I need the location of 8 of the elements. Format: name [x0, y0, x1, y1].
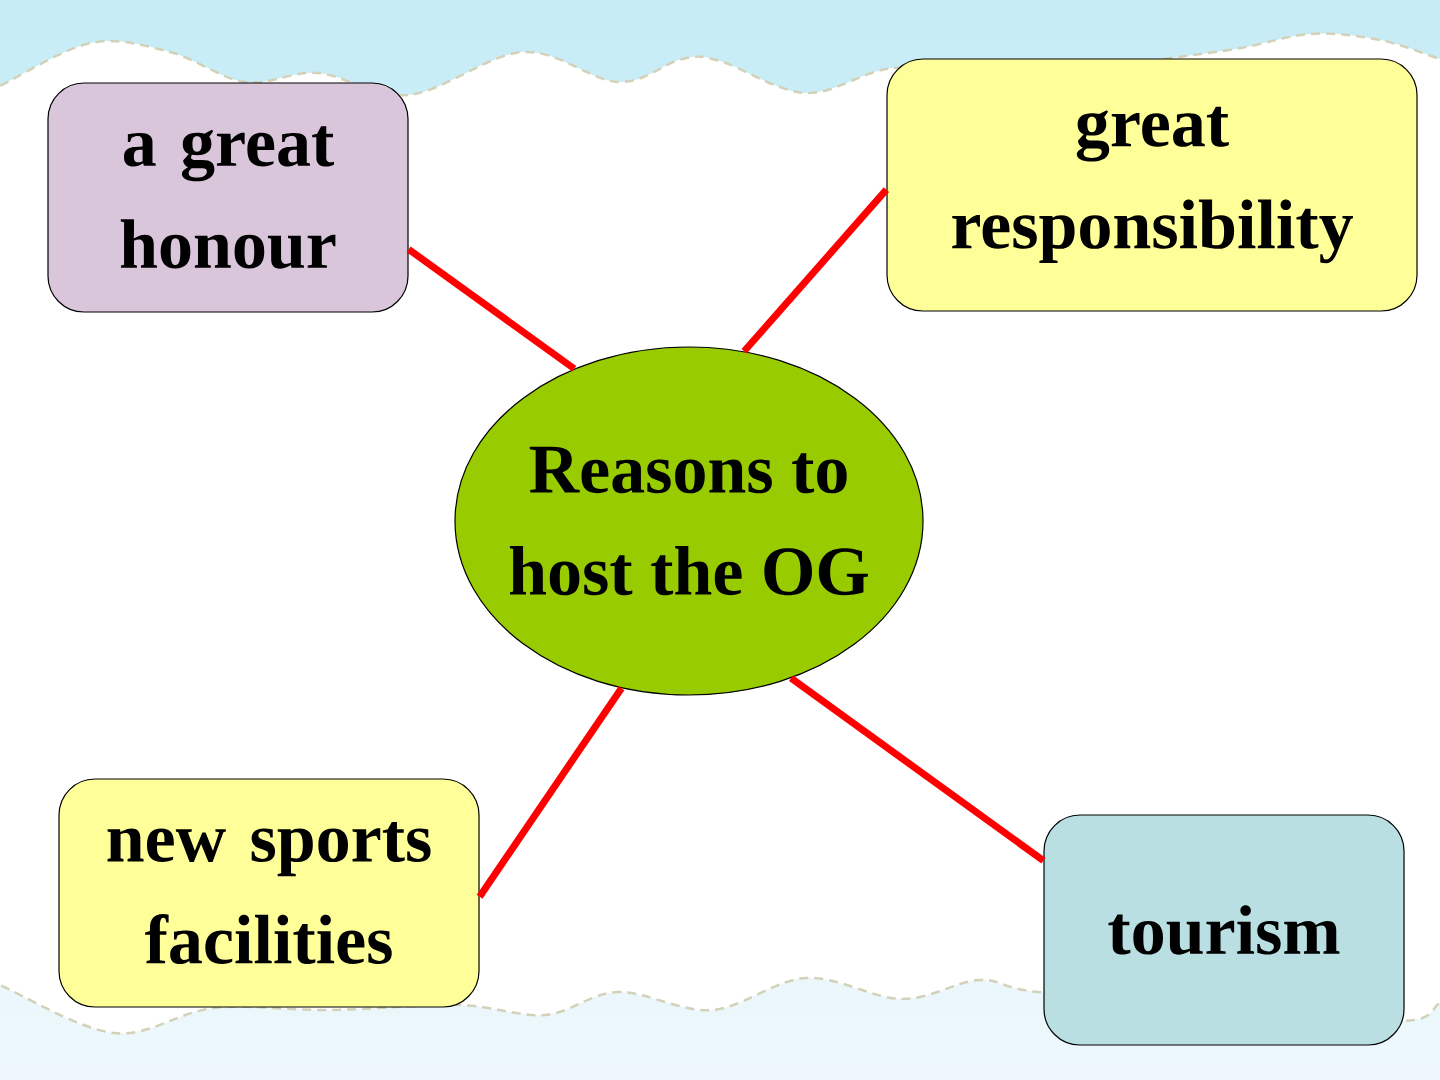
connector-line	[741, 187, 890, 354]
idea-box: new sports facilities	[58, 778, 480, 1008]
connector-line	[406, 246, 577, 372]
connector-line	[789, 675, 1046, 864]
idea-box: a great honour	[47, 82, 409, 313]
idea-box: great responsibility	[886, 58, 1418, 312]
idea-box: tourism	[1043, 814, 1405, 1046]
connector-line	[476, 686, 625, 899]
